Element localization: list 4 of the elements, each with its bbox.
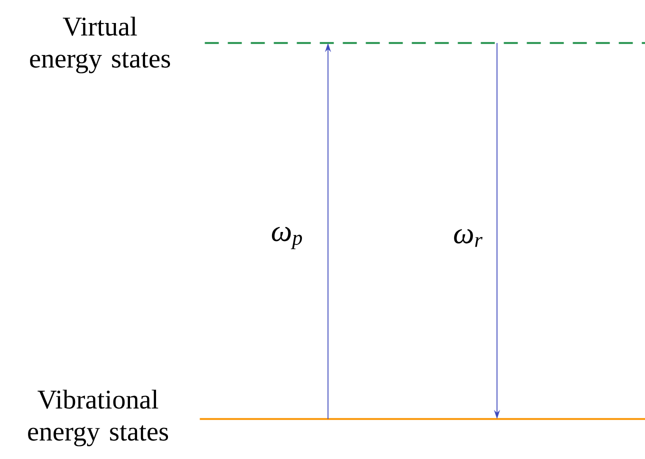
edge-label: ω$_{p}$ [272,226,302,250]
energy-level: Vibrational energy states [28,390,645,446]
edge-label: ω$_{r}$ [454,229,482,247]
energy-level: Virtual energy states [30,16,645,74]
